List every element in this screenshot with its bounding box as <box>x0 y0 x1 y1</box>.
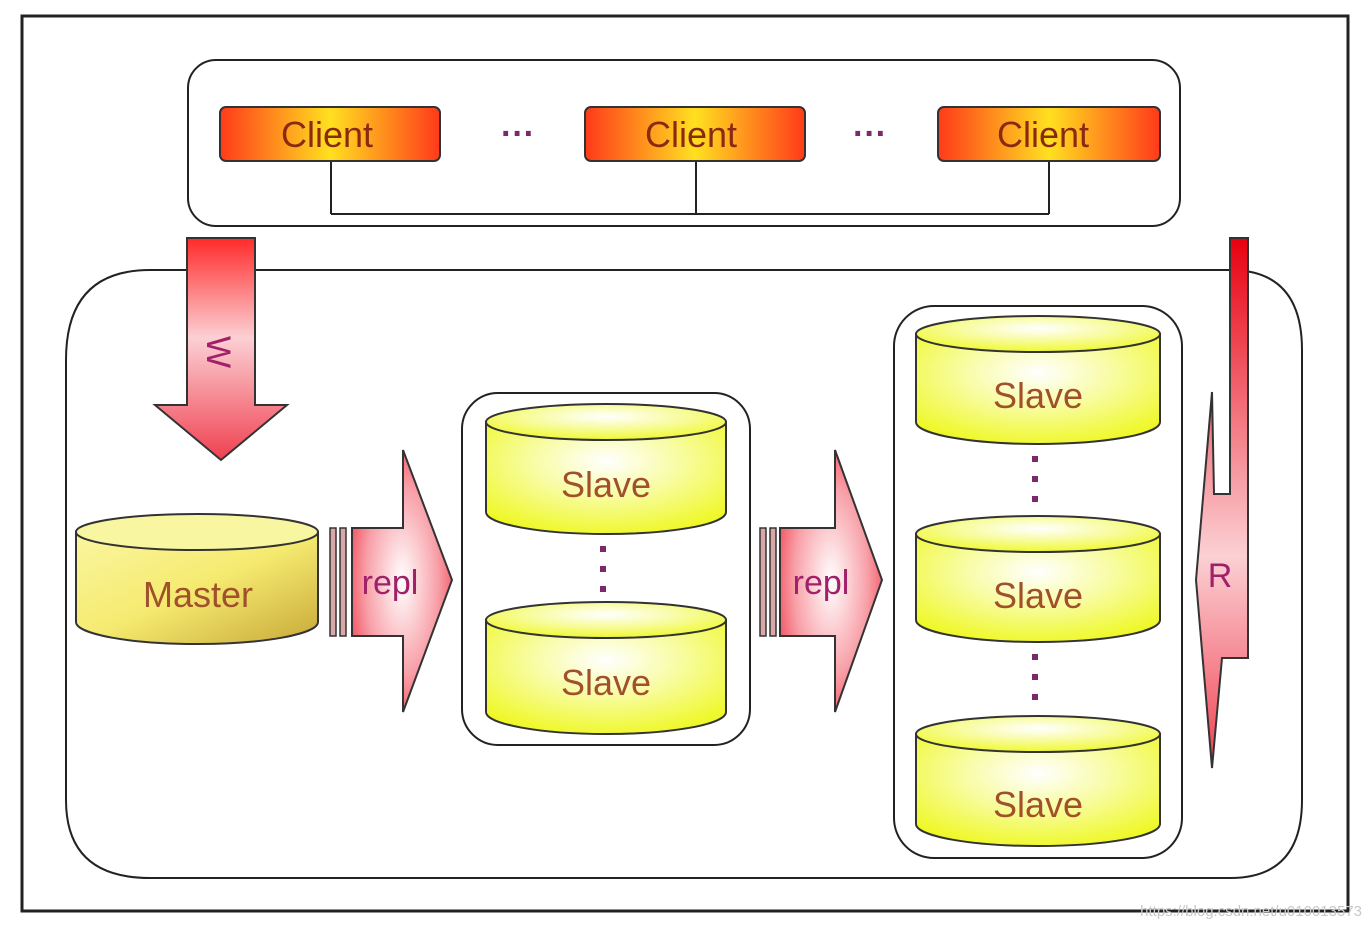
client-node: Client <box>219 106 441 162</box>
slave-database: Slave <box>915 715 1161 847</box>
slave-label: Slave <box>993 784 1083 825</box>
slave-database: Slave <box>915 515 1161 643</box>
repl-label: repl <box>793 564 850 602</box>
slave-group-1 <box>461 392 751 746</box>
slave-label: Slave <box>993 575 1083 616</box>
vertical-ellipsis <box>1032 456 1038 502</box>
client-bus <box>330 160 1050 215</box>
slave-group-2 <box>893 305 1183 859</box>
write-arrow: W <box>152 237 290 462</box>
cluster-group <box>65 269 1303 879</box>
vertical-ellipsis <box>1032 654 1038 700</box>
slave-database: Slave <box>915 315 1161 445</box>
client-node: Client <box>937 106 1161 162</box>
slave-label: Slave <box>561 662 651 703</box>
read-arrow: R <box>1194 237 1249 769</box>
slave-database: Slave <box>485 601 727 735</box>
slave-label: Slave <box>993 375 1083 416</box>
client-label: Client <box>997 114 1089 155</box>
read-arrow-label: R <box>1208 557 1233 595</box>
slave-label: Slave <box>561 464 651 505</box>
client-node: Client <box>584 106 806 162</box>
client-label: Client <box>281 114 373 155</box>
vertical-ellipsis <box>600 546 606 592</box>
write-arrow-label: W <box>199 336 237 368</box>
client-group <box>187 59 1181 227</box>
client-label: Client <box>645 114 737 155</box>
ellipsis: ··· <box>501 115 535 153</box>
watermark: https://blog.csdn.net/u010013573 <box>1140 903 1362 920</box>
master-database: Master <box>75 513 319 645</box>
ellipsis: ··· <box>853 115 887 153</box>
outer-frame <box>20 14 1350 913</box>
slave-database: Slave <box>485 403 727 535</box>
repl-label: repl <box>362 564 419 602</box>
repl-arrow: repl <box>329 449 454 713</box>
master-label: Master <box>143 574 253 615</box>
repl-arrow: repl <box>759 449 884 713</box>
